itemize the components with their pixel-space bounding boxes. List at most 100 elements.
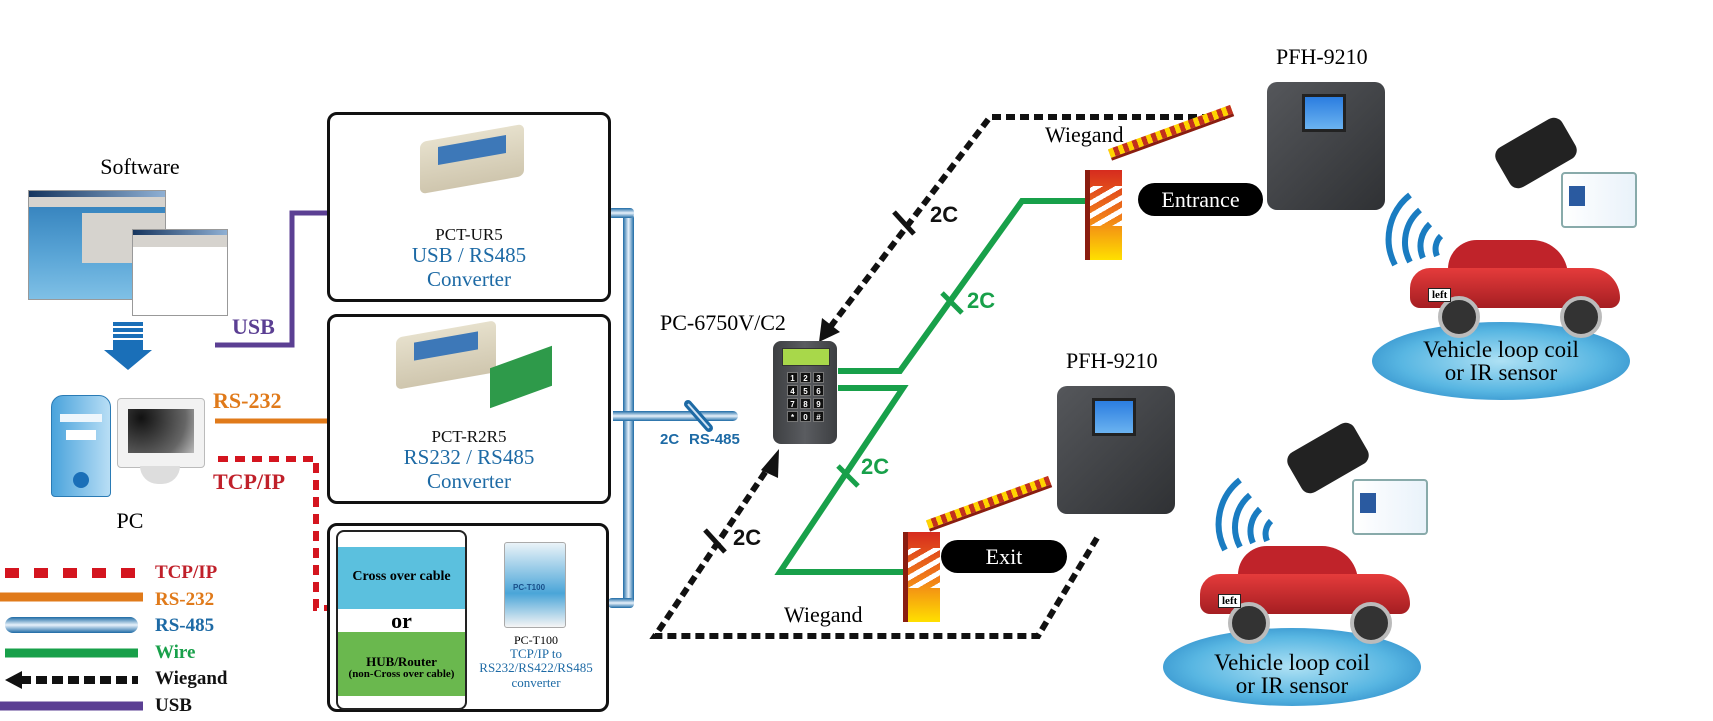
converter-box-usb[interactable]: PCT-UR5 USB / RS485 Converter — [327, 112, 611, 302]
converter-desc: Converter — [427, 469, 511, 493]
reader-screen — [1302, 94, 1346, 132]
exit-car-icon: left — [1200, 546, 1410, 644]
license-plate: left — [1218, 594, 1242, 608]
entrance-car-icon: left — [1410, 240, 1620, 338]
wiegand-exit-count: 2C — [733, 525, 762, 550]
wiegand-entrance-arrow — [819, 318, 840, 342]
reader-screen — [1092, 398, 1136, 436]
exit-sensor-label: Vehicle loop coil or IR sensor — [1163, 651, 1421, 697]
rs485-bus-vertical — [623, 213, 634, 605]
legend-rs232-label: RS-232 — [155, 588, 215, 610]
keypad-key[interactable]: 7 — [787, 398, 798, 409]
converter-device-icon — [396, 320, 496, 390]
rs232-link-label: RS-232 — [213, 388, 282, 413]
keypad-key[interactable]: 9 — [813, 398, 824, 409]
terminal-block-icon — [490, 345, 552, 409]
exit-reader-model: PFH-9210 — [1066, 348, 1158, 373]
wireless-signal-entrance — [1385, 192, 1444, 267]
software-sub-window — [132, 229, 228, 316]
monitor-stand — [140, 466, 180, 484]
exit-reader-device[interactable] — [1057, 386, 1175, 514]
controller-lcd — [782, 348, 830, 366]
software-label: Software — [100, 154, 180, 179]
entrance-sensor-line2: or IR sensor — [1444, 360, 1558, 385]
entrance-id-card-icon — [1561, 172, 1637, 228]
converter-type: RS232 / RS485 — [403, 445, 535, 469]
pc-monitor-icon — [117, 398, 205, 468]
converter-model: PCT-UR5 — [435, 225, 503, 244]
entrance-sensor-line1: Vehicle loop coil — [1423, 337, 1579, 362]
pc-t100-device-icon: PC-T100 — [504, 542, 566, 628]
wire-to-exit — [774, 385, 909, 575]
wiegand-entrance-count: 2C — [930, 202, 959, 227]
entrance-label: Entrance — [1138, 183, 1263, 216]
wire-to-entrance — [838, 198, 1085, 374]
wiegand-exit-arrow — [761, 449, 779, 478]
tcpip-converter-desc3: converter — [511, 675, 561, 690]
exit-label: Exit — [941, 540, 1067, 573]
keypad-key[interactable]: 2 — [800, 372, 811, 383]
usb-line — [215, 210, 330, 348]
keypad-key[interactable]: 0 — [800, 411, 811, 422]
keypad-key[interactable]: 3 — [813, 372, 824, 383]
keypad-key[interactable]: 4 — [787, 385, 798, 396]
legend-tcpip-label: TCP/IP — [155, 562, 218, 583]
rs485-branch-top — [608, 208, 634, 218]
keypad-key[interactable]: * — [787, 411, 798, 422]
keypad-key[interactable]: 6 — [813, 385, 824, 396]
pc-label: PC — [116, 508, 144, 533]
tcpip-converter-model: PC-T100 — [513, 633, 558, 647]
converter-type: USB / RS485 — [411, 243, 527, 267]
keypad-key[interactable]: 1 — [787, 372, 798, 383]
cross-over-cable-label: Cross over cable — [352, 569, 451, 584]
pc-tower-icon — [51, 395, 111, 497]
tcpip-converter-desc2: RS232/RS422/RS485 — [479, 660, 593, 675]
wiegand-entrance-line — [825, 114, 1225, 332]
download-arrow-icon — [104, 322, 152, 370]
hub-router-note: (non-Cross over cable) — [348, 668, 455, 680]
exit-barrier-gate — [903, 532, 940, 622]
controller-model-label: PC-6750V/C2 — [660, 310, 786, 335]
rs485-branch-bottom — [608, 598, 634, 608]
exit-sensor-line2: or IR sensor — [1235, 673, 1349, 698]
keypad-key[interactable]: 5 — [800, 385, 811, 396]
hub-router-label: HUB/Router — [366, 654, 437, 669]
converter-box-rs232[interactable]: PCT-R2R5 RS232 / RS485 Converter — [327, 314, 611, 504]
exit-sensor-line1: Vehicle loop coil — [1214, 650, 1370, 675]
legend-wire-label: Wire — [155, 641, 196, 663]
converter-device-icon — [420, 123, 524, 195]
entrance-reader-device[interactable] — [1267, 82, 1385, 210]
entrance-barrier-gate — [1085, 170, 1122, 260]
wire-entrance-count: 2C — [967, 288, 996, 313]
tcpip-converter-box[interactable]: Cross over cable or HUB/Router (non-Cros… — [327, 523, 609, 712]
wireless-signal-exit — [1215, 477, 1274, 552]
rs485-count-label: 2C — [660, 431, 680, 448]
wiegand-top-label: Wiegand — [1045, 122, 1124, 147]
converter-model: PCT-R2R5 — [431, 427, 507, 446]
keypad-key[interactable]: # — [813, 411, 824, 422]
legend-rs485-swatch — [5, 617, 138, 633]
tcpip-line — [218, 456, 330, 611]
tcpip-converter-desc1: TCP/IP to — [510, 646, 562, 661]
usb-link-label: USB — [232, 314, 275, 339]
network-option-panel: Cross over cable or HUB/Router (non-Cros… — [336, 530, 467, 710]
exit-id-card-icon — [1352, 479, 1428, 535]
device-label: PC-T100 — [513, 583, 546, 592]
entrance-sensor-label: Vehicle loop coil or IR sensor — [1372, 338, 1630, 384]
keypad-key[interactable]: 8 — [800, 398, 811, 409]
legend-rs485-label: RS-485 — [155, 615, 215, 636]
legend-usb-label: USB — [155, 694, 192, 716]
wiegand-exit-line — [649, 463, 1100, 639]
tcpip-link-label: TCP/IP — [213, 469, 286, 494]
or-label: or — [391, 608, 412, 633]
rs485-to-controller — [623, 411, 738, 421]
legend: TCP/IP RS-232 RS-485 Wire Wiegand USB — [155, 560, 228, 719]
entrance-reader-model: PFH-9210 — [1276, 44, 1368, 69]
rs485-label: RS-485 — [689, 431, 740, 448]
license-plate: left — [1428, 288, 1452, 302]
converter-desc: Converter — [427, 267, 511, 291]
legend-wiegand-label: Wiegand — [155, 668, 228, 689]
